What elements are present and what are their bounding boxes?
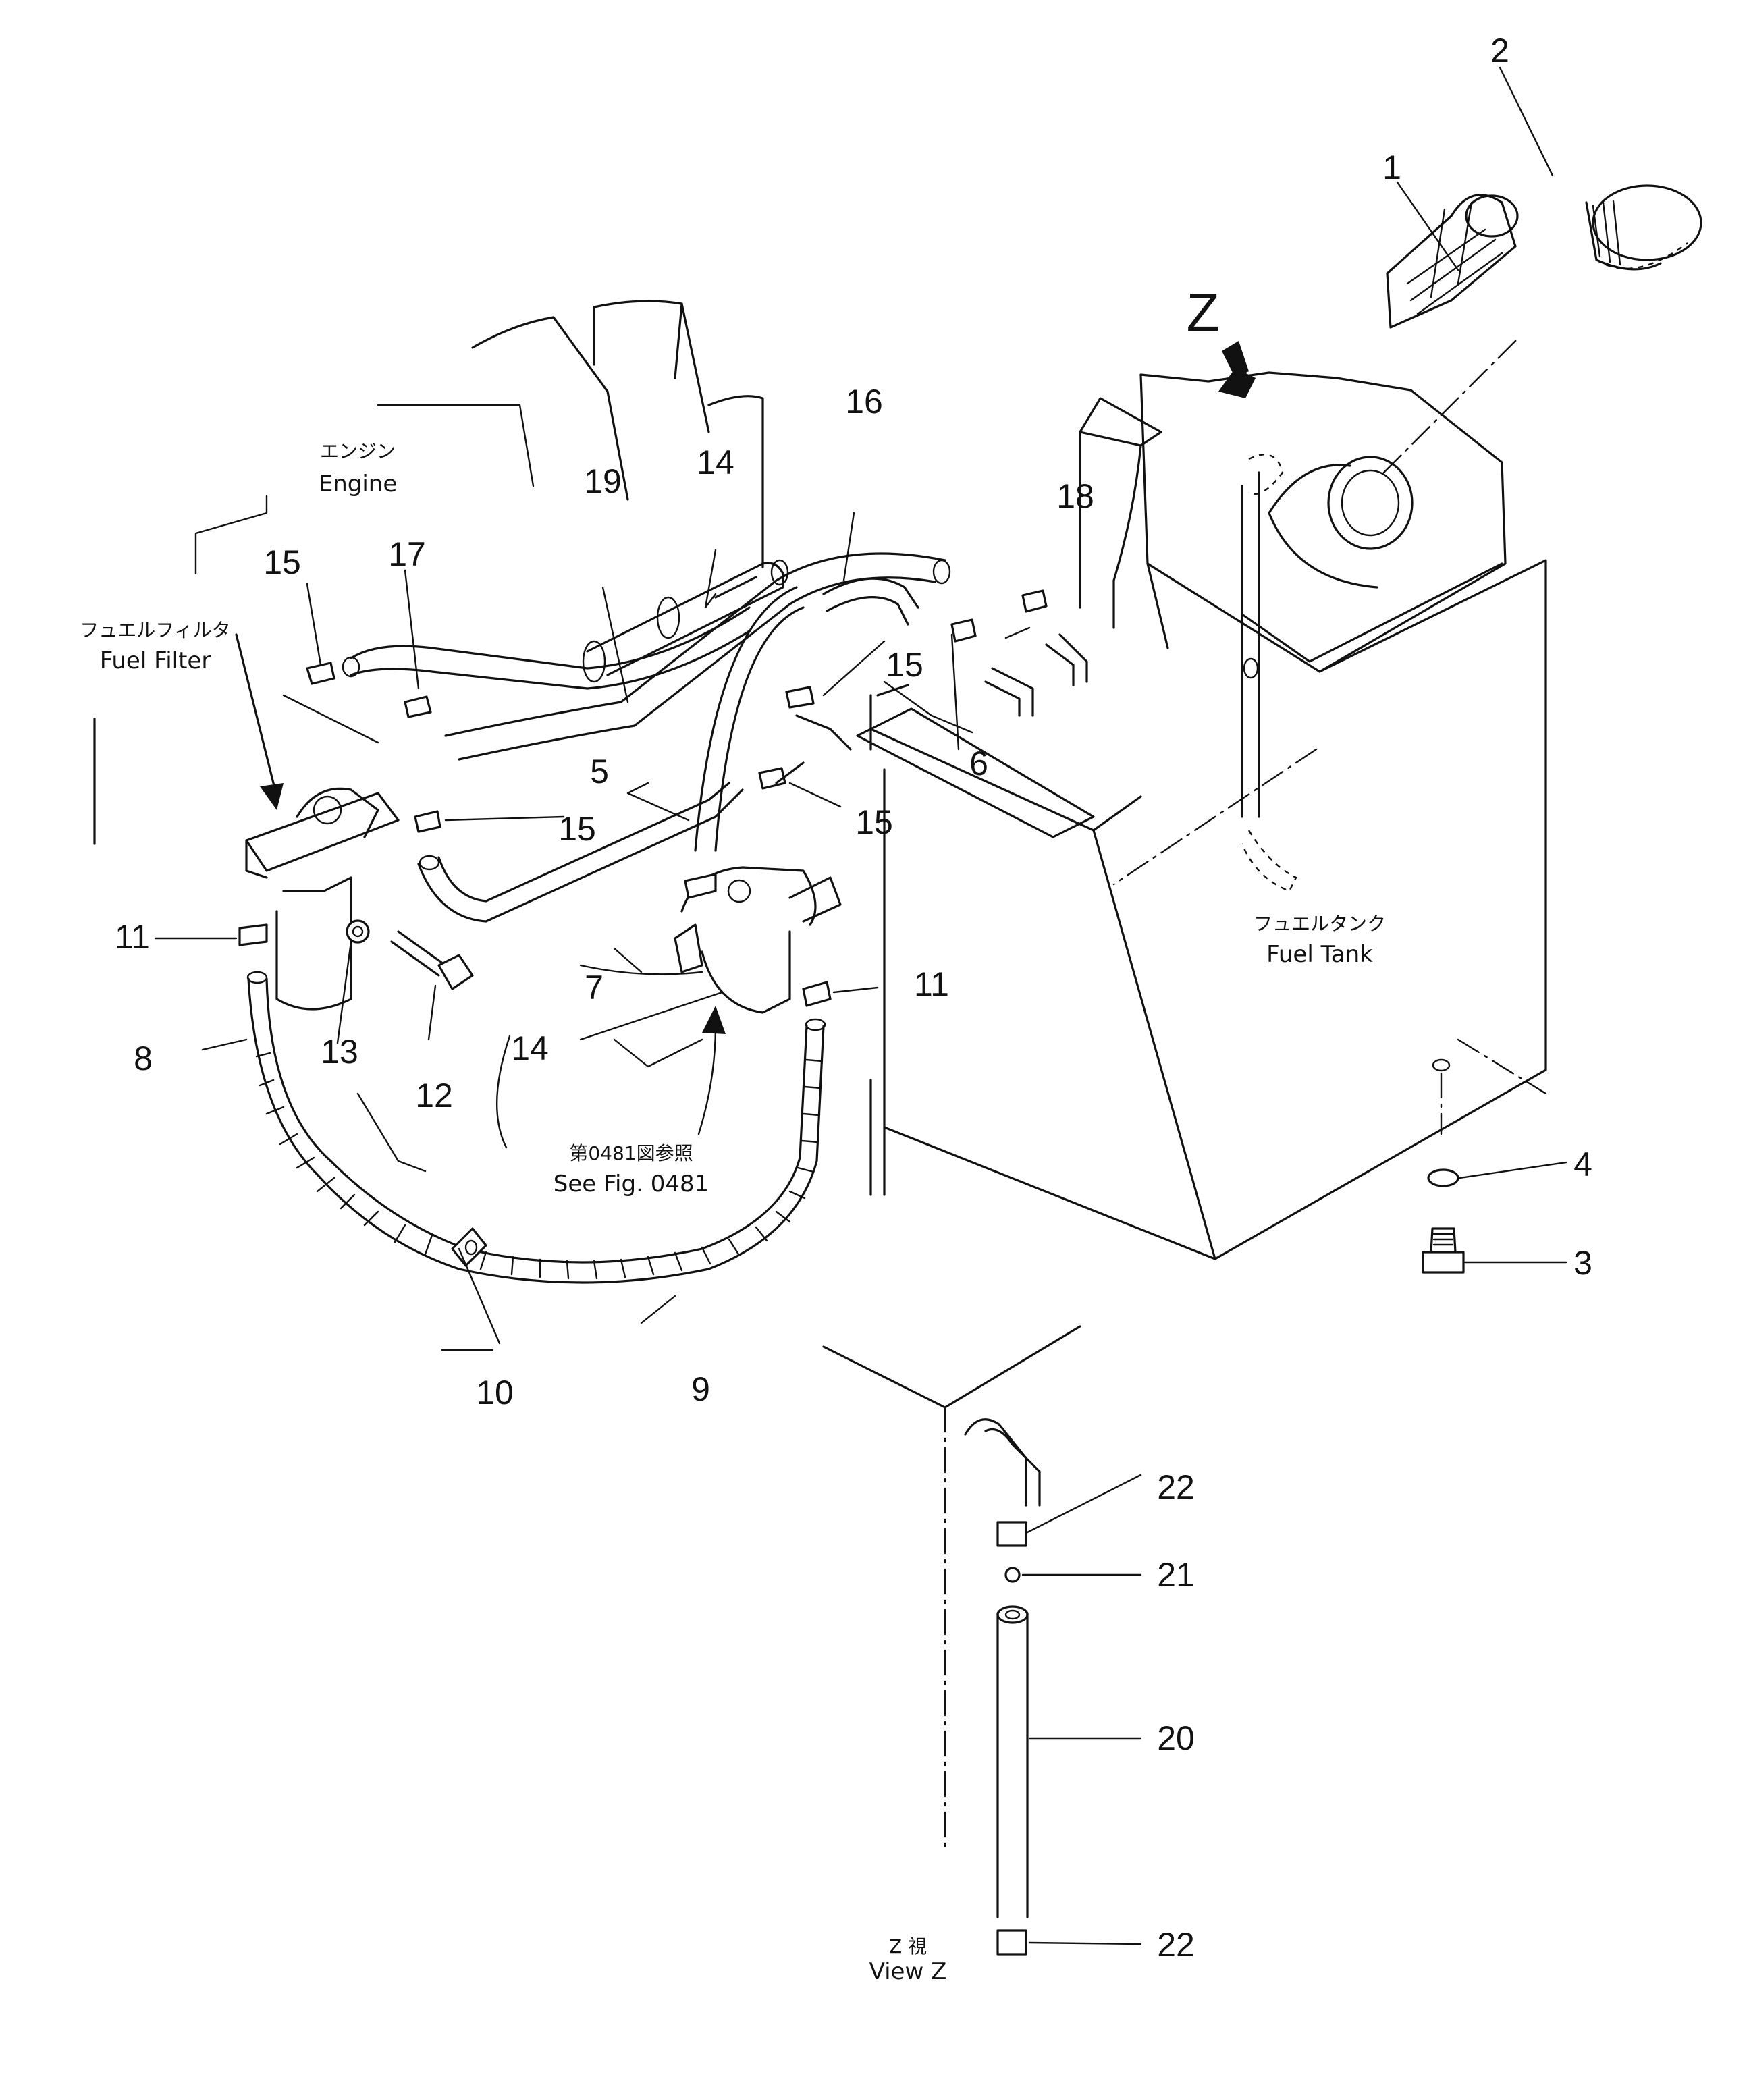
fuel-filter [238, 787, 832, 1011]
part-number-4: 4 [1573, 1146, 1592, 1183]
part-number-20: 20 [1157, 1719, 1195, 1757]
hoses [246, 552, 1088, 1284]
part-number-17: 17 [388, 535, 426, 573]
part-number-18: 18 [1056, 477, 1094, 515]
part-number-15: 15 [855, 803, 893, 841]
see-fig-label-jp: 第0481図参照 [569, 1142, 693, 1164]
part-number-3: 3 [1573, 1244, 1592, 1282]
part-number-22: 22 [1157, 1468, 1195, 1506]
part-number-15: 15 [886, 646, 923, 684]
view-z-label: View Z [869, 1958, 947, 1985]
view-z-label-jp: Z 視 [889, 1935, 927, 1958]
engine-label: Engine [319, 470, 398, 497]
fuel-tank-label: Fuel Tank [1266, 941, 1373, 968]
fuel-filter-label: Fuel Filter [100, 647, 211, 674]
part-number-9: 9 [691, 1370, 710, 1408]
part-number-14: 14 [697, 443, 734, 481]
water-separator [579, 866, 842, 1068]
part-number-6: 6 [969, 745, 988, 782]
engine-outline [93, 300, 764, 975]
part-number-11: 11 [115, 918, 150, 956]
part-number-11: 11 [914, 965, 949, 1003]
part-number-13: 13 [321, 1033, 358, 1071]
part-number-19: 19 [584, 462, 622, 500]
part-number-5: 5 [590, 753, 609, 790]
hose-clamps [306, 589, 1048, 833]
fuel-tank-label-jp: フュエルタンク [1254, 913, 1386, 935]
part-number-12: 12 [415, 1077, 453, 1114]
fuel-filter-label-jp: フュエルフィルタ [80, 619, 230, 641]
leader-lines [154, 66, 1567, 1945]
part-number-15: 15 [558, 810, 596, 848]
strainer-and-cap [1386, 184, 1702, 329]
part-number-14: 14 [511, 1029, 549, 1067]
part-number-7: 7 [585, 969, 603, 1006]
arrowheads [260, 341, 1256, 1034]
engine-label-jp: エンジン [320, 440, 396, 462]
view-z [822, 1325, 1081, 1956]
part-number-1: 1 [1382, 149, 1401, 186]
part-number-8: 8 [134, 1040, 153, 1077]
see-fig-label: See Fig. 0481 [554, 1170, 709, 1197]
part-number-15: 15 [263, 543, 301, 581]
part-number-2: 2 [1490, 32, 1509, 70]
part-number-21: 21 [1157, 1556, 1195, 1594]
part-number-22: 22 [1157, 1926, 1195, 1964]
part-number-10: 10 [476, 1374, 514, 1411]
part-number-16: 16 [845, 383, 883, 421]
fuel-tank [856, 336, 1547, 1274]
view-z-marker: Z [1187, 282, 1220, 342]
